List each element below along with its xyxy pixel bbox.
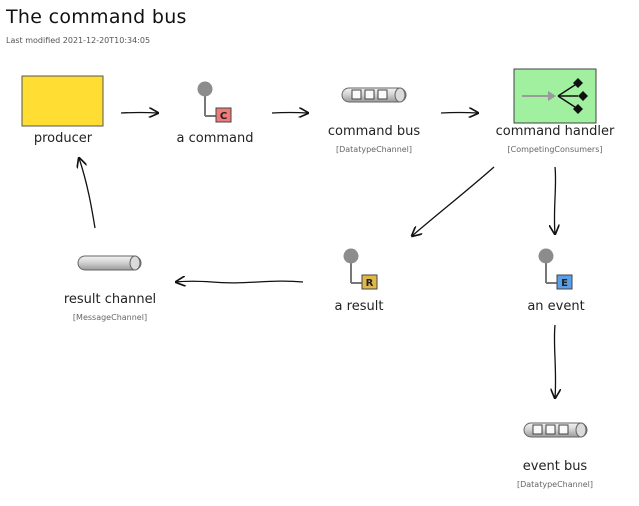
result-label: a result <box>334 299 384 314</box>
page-title: The command bus <box>6 6 187 28</box>
svg-text:R: R <box>366 278 374 289</box>
command-message-icon: C <box>197 81 232 123</box>
svg-text:E: E <box>561 278 568 289</box>
producer-box <box>21 75 104 127</box>
command-bus-label: command bus <box>327 124 421 139</box>
arrow-event-to-bus <box>554 324 555 398</box>
arrow-result-to-channel <box>176 281 304 283</box>
event-message-icon: E <box>538 248 573 290</box>
event-bus-label: event bus <box>522 459 588 474</box>
arrow-channel-to-producer <box>79 158 96 229</box>
svg-text:C: C <box>220 111 227 122</box>
event-bus-pipe-icon <box>523 422 588 438</box>
result-message-icon: R <box>343 248 378 290</box>
arrow-bus-to-handler <box>440 113 478 114</box>
result-channel-label: result channel <box>63 292 157 307</box>
arrow-producer-to-command <box>120 113 158 114</box>
command-bus-type: [DatatypeChannel] <box>335 145 413 154</box>
last-modified: Last modified 2021-12-20T10:34:05 <box>6 36 151 45</box>
arrow-handler-to-result <box>412 166 495 236</box>
command-label: a command <box>176 131 254 146</box>
arrow-command-to-bus <box>271 113 308 114</box>
competing-consumers-icon <box>513 68 597 124</box>
command-handler-label: command handler <box>495 124 615 139</box>
result-channel-type: [MessageChannel] <box>72 313 148 322</box>
producer-label: producer <box>33 131 93 146</box>
result-channel-pipe-icon <box>77 255 142 271</box>
arrow-handler-to-event <box>554 166 555 234</box>
event-bus-type: [DatatypeChannel] <box>516 480 594 489</box>
event-label: an event <box>527 299 585 314</box>
command-bus-pipe-icon <box>341 87 407 103</box>
command-handler-type: [CompetingConsumers] <box>507 145 603 154</box>
